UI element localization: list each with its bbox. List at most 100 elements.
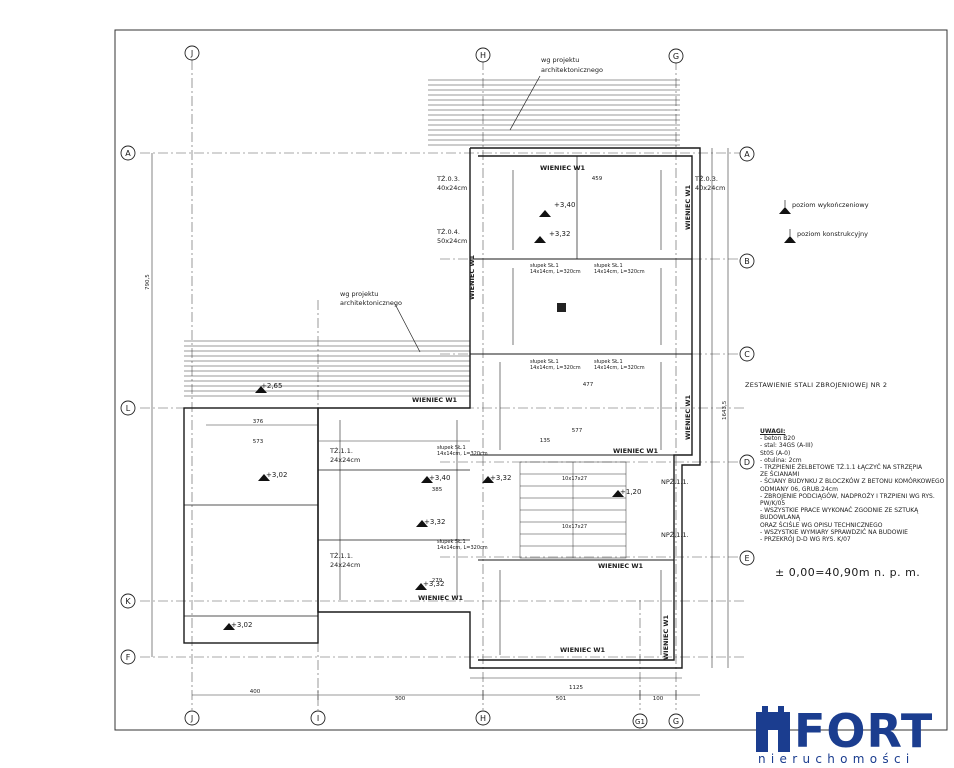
walls [183,147,701,669]
axis-col-top-2: H [480,51,486,60]
beam-w1-vertical-bottom: WIENIEC W1 [662,614,670,660]
axis-row-right-3: C [744,350,750,359]
dimension-lines [151,148,729,700]
axis-row-left-4: F [126,653,131,662]
note-line: St0S (A-0) [760,449,791,457]
axis-row-left-3: K [125,597,131,606]
level-265: +2,65 [261,382,282,390]
axis-col-top-1: J [190,49,193,58]
note-line: - otulina: 2cm [760,456,802,464]
dim-left-total: 790,5 [145,274,151,290]
beam-tz03-right-size: 40x24cm [695,184,725,192]
note-line: - beton B20 [760,435,796,443]
leader-arch-left [394,303,421,353]
arch-left-line2: architektonicznego [340,299,402,307]
post-size-6: 14x14cm, L=320cm [437,545,488,551]
beam-tz11-lower-size: 24x24cm [330,561,360,569]
note-line: ODMIANY 06, GRUB.24cm [760,485,838,493]
axis-row-right-2: B [744,257,750,266]
dim-bottom-4: 100 [653,696,664,702]
dim-bottom-total: 1125 [569,685,583,691]
beam-tz04: TŻ.0.4. [436,227,460,236]
note-line: - PRZEKRÓJ D-D WG RYS. K/07 [760,536,851,544]
span-arrows [339,170,662,655]
beam-w1-top: WIENIEC W1 [540,164,586,172]
dim-bottom-2: 300 [395,696,406,702]
level-302-bottom: +3,02 [231,621,252,629]
beam-tz04-size: 50x24cm [437,237,467,245]
post-label-5: słupek SŁ.1 [437,445,466,451]
stair-label-1: 10x17x27 [562,476,587,482]
arch-top-line2: architektonicznego [541,66,603,74]
dim-row-4: 577 [572,428,583,434]
leader-arch-top [509,75,541,131]
post-size-1: 14x14cm, L=320cm [530,269,581,275]
axis-row-left-1: A [125,149,131,158]
level-332-top: +3,32 [549,230,570,238]
logo-word: FORT [794,704,934,758]
beam-tz11-upper-size: 24x24cm [330,456,360,464]
grid-bubbles [120,45,755,729]
axis-col-top-3: G [673,52,679,61]
note-line: ZE ŚCIANAMI [760,471,800,479]
note-line: - WSZYSTKIE PRACE WYKONAĆ ZGODNIE ZE SZT… [760,507,919,522]
axis-col-bottom-1: J [190,714,193,723]
beam-w1-bottom: WIENIEC W1 [560,646,606,654]
beam-tz03-right: TŻ.0.3. [694,174,718,183]
notes-header: UWAGI: [760,428,786,435]
fort-logo: FORT nieruchomości [754,702,954,768]
dim-row-6: 477 [583,382,594,388]
dim-bottom-3: 501 [556,696,567,702]
level-302-left: +3,02 [266,471,287,479]
axis-row-right-1: A [744,150,750,159]
beam-npz11-upper: NPŻ.1.1. [661,477,689,486]
legend-finished: poziom wykończeniowy [792,201,869,209]
post-label-6: słupek SŁ.1 [437,539,466,545]
note-line: - stal: 34GS (A-III) [760,442,813,450]
dim-row-5: 459 [592,176,603,182]
axis-col-bottom-2: I [317,714,319,723]
dim-row-3: 385 [432,487,443,493]
level-marks [223,207,796,630]
axis-row-right-5: E [744,554,749,563]
stair-label-2: 10x17x27 [562,524,587,530]
beam-w1-stair: WIENIEC W1 [598,562,644,570]
level-340: +3,40 [554,201,575,209]
axis-row-left-2: L [126,404,131,413]
beam-w1-middle: WIENIEC W1 [412,396,458,404]
post-size-4: 14x14cm, L=320cm [594,365,645,371]
level-332-lower: +3,32 [423,580,444,588]
post-size-5: 14x14cm, L=320cm [437,451,488,457]
tower-icon [756,706,790,752]
dim-row-8: 279 [432,578,443,584]
level-340-mid: +3,40 [429,474,450,482]
note-line: - ZBROJENIE PODCIĄGÓW, NADPROŻY I TRZPIE… [760,492,935,508]
post-label-1: słupek SŁ.1 [530,263,559,269]
stair [519,461,627,559]
beam-tz11-upper: TŻ.1.1. [329,446,353,455]
pergola-top [428,79,680,146]
axis-row-right-4: D [744,458,750,467]
pergola-left [184,340,470,397]
axis-col-bottom-4: G1 [635,718,645,726]
post-label-4: słupek SŁ.1 [594,359,623,365]
beam-tz03-left-size: 40x24cm [437,184,467,192]
note-line: - ŚCIANY BUDYNKU Z BLOCZKÓW Z BETONU KOM… [760,478,945,486]
note-line: - WSZYSTKIE WYMIARY SPRAWDZIĆ NA BUDOWIE [760,528,908,536]
sheet-border [114,29,948,731]
datum-level: ± 0,00=40,90m n. p. m. [775,566,921,579]
axis-col-bottom-5: G [673,717,679,726]
beam-w1-vertical-left: WIENIEC W1 [468,254,476,300]
dim-right-total: 1643,5 [722,400,728,420]
arch-left-line1: wg projektu [340,290,378,298]
legend-structural: poziom konstrukcyjny [797,230,868,238]
beam-w1-vertical-mid: WIENIEC W1 [684,394,692,440]
level-332-mid-right: +3,32 [490,474,511,482]
beam-w1-south-left: WIENIEC W1 [418,594,464,602]
dim-row-7: 135 [540,438,551,444]
dim-row-1: 376 [253,419,264,425]
column-marker [557,303,566,312]
level-332-mid: +3,32 [424,518,445,526]
arch-top-line1: wg projektu [541,56,579,64]
